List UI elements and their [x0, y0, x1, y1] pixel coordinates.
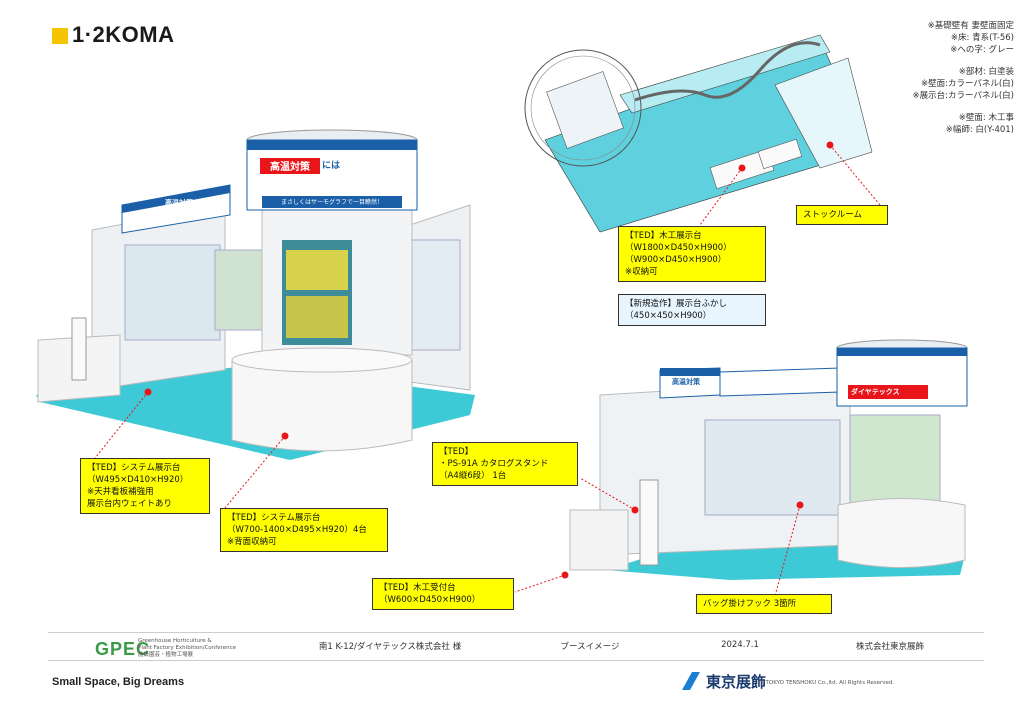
main-catalog-stand	[71, 317, 87, 381]
org-sub-line: Plant Factory Exhibition/Conference	[138, 645, 237, 651]
sub-left-panel-sign: 高温対策	[672, 378, 700, 386]
callout-catalog-stand: 【TED】 ・PS-91A カタログスタンド （A4縦6段） 1台	[432, 442, 578, 486]
org-sub-line: Greenhouse Horticulture &	[138, 638, 212, 644]
tenshoku-logo-mark	[682, 672, 700, 690]
plan-round-block	[546, 71, 624, 149]
note-line: ※部材: 白塗装	[958, 67, 1014, 77]
footer-type: ブースイメージ	[560, 642, 620, 652]
callout-line: ※収納可	[625, 267, 658, 277]
callout-stock-room: ストックルーム	[796, 205, 888, 225]
callout-line: （W900×D450×H900）	[625, 255, 727, 265]
main-wall-graphic	[409, 239, 461, 351]
footer-rule	[48, 660, 984, 661]
note-line: ※幅師: 白(Y-401)	[945, 125, 1014, 135]
callout-line: 【TED】木工受付台	[379, 583, 456, 593]
note-line: ※床: 青系(T-56)	[950, 33, 1014, 43]
callout-line: 【TED】	[439, 447, 474, 457]
callout-line: ※天井看板補強用	[87, 487, 154, 497]
callout-system-round: 【TED】システム展示台 （W700-1400×D495×H920）4台 ※背面…	[220, 508, 388, 552]
callout-line: （W700-1400×D495×H920）4台	[227, 525, 367, 535]
callout-system-display: 【TED】システム展示台 （W495×D410×H920） ※天井看板補強用 展…	[80, 458, 210, 514]
sub-catalog-stand	[639, 479, 659, 566]
plan-stock-room	[774, 57, 873, 169]
copyright: ©TOKYO TENSHOKU Co.,ltd. All Rights Rese…	[760, 680, 895, 686]
callout-line: （W495×D410×H920）	[87, 475, 189, 485]
spec-notes: ※基礎壁有 妻壁面固定 ※床: 青系(T-56) ※への字: グレー ※部材: …	[912, 20, 1014, 136]
note-line: ※展示台:カラーパネル(白)	[912, 91, 1014, 101]
plan-round-structure	[524, 49, 642, 167]
header-suffix: には	[322, 161, 341, 171]
sub-reception	[569, 509, 629, 571]
tenshoku-name: 東京展飾	[706, 673, 767, 691]
note-line: ※基礎壁有 妻壁面固定	[927, 21, 1014, 31]
callout-line: 【新規造作】展示台ふかし	[625, 299, 728, 309]
footer-booth: 南1 K-12/ダイヤテックス株式会社 様	[318, 642, 462, 652]
callout-line: 【TED】システム展示台	[87, 463, 181, 473]
callout-line: 【TED】システム展示台	[227, 513, 321, 523]
leader-lines	[94, 144, 881, 597]
sub-round-sign: ダイヤテックス	[851, 388, 900, 396]
org-sub: Greenhouse Horticulture & Plant Factory …	[138, 638, 236, 659]
header-red-sign: 高温対策	[270, 162, 310, 173]
callout-line: （A4縦6段） 1台	[439, 471, 507, 481]
brand-logo-mark	[52, 28, 68, 44]
org-sub-line: 施設園芸・植物工場展	[138, 652, 194, 658]
sub-wave-header	[719, 367, 841, 397]
plan-wave-beam	[634, 41, 821, 102]
org-logo: GPEC	[95, 639, 151, 659]
callout-line: 展示台内ウェイトあり	[87, 499, 173, 509]
footer-rule	[48, 632, 984, 633]
callout-new-display: 【新規造作】展示台ふかし （450×450×H900）	[618, 294, 766, 326]
footer-company: 株式会社東京展飾	[855, 642, 924, 652]
sub-wall-graphic	[704, 419, 841, 516]
callout-line: （W600×D450×H900）	[379, 595, 481, 605]
left-panel-sign: 高温対策	[165, 199, 193, 207]
sub-round-counter	[837, 498, 966, 568]
callout-wood-display: 【TED】木工展示台 （W1800×D450×H900） （W900×D450×…	[618, 226, 766, 282]
callout-line: ※背面収納可	[227, 537, 277, 547]
callout-line: バッグ掛けフック 3箇所	[703, 599, 797, 609]
callout-line: ・PS-91A カタログスタンド	[439, 459, 549, 469]
main-wall-graphic	[124, 244, 221, 341]
brand-logo: 1·2KOMA	[72, 22, 175, 47]
callout-bag-hook: バッグ掛けフック 3箇所	[696, 594, 832, 614]
callout-dots	[144, 141, 834, 579]
note-line: ※への字: グレー	[950, 45, 1014, 55]
header-sub: まさしくはサーモグラフで一目瞭然！	[280, 199, 383, 206]
footer-date: 2024.7.1	[721, 640, 759, 650]
callout-line: 【TED】木工展示台	[625, 231, 702, 241]
note-line: ※壁面:カラーパネル(白)	[920, 79, 1014, 89]
callout-reception: 【TED】木工受付台 （W600×D450×H900）	[372, 578, 514, 610]
callout-line: （450×450×H900）	[625, 311, 712, 321]
callout-line: （W1800×D450×H900）	[625, 243, 732, 253]
note-line: ※壁面: 木工事	[958, 113, 1014, 123]
brand-tagline: Small Space, Big Dreams	[52, 676, 185, 688]
callout-line: ストックルーム	[803, 210, 862, 220]
